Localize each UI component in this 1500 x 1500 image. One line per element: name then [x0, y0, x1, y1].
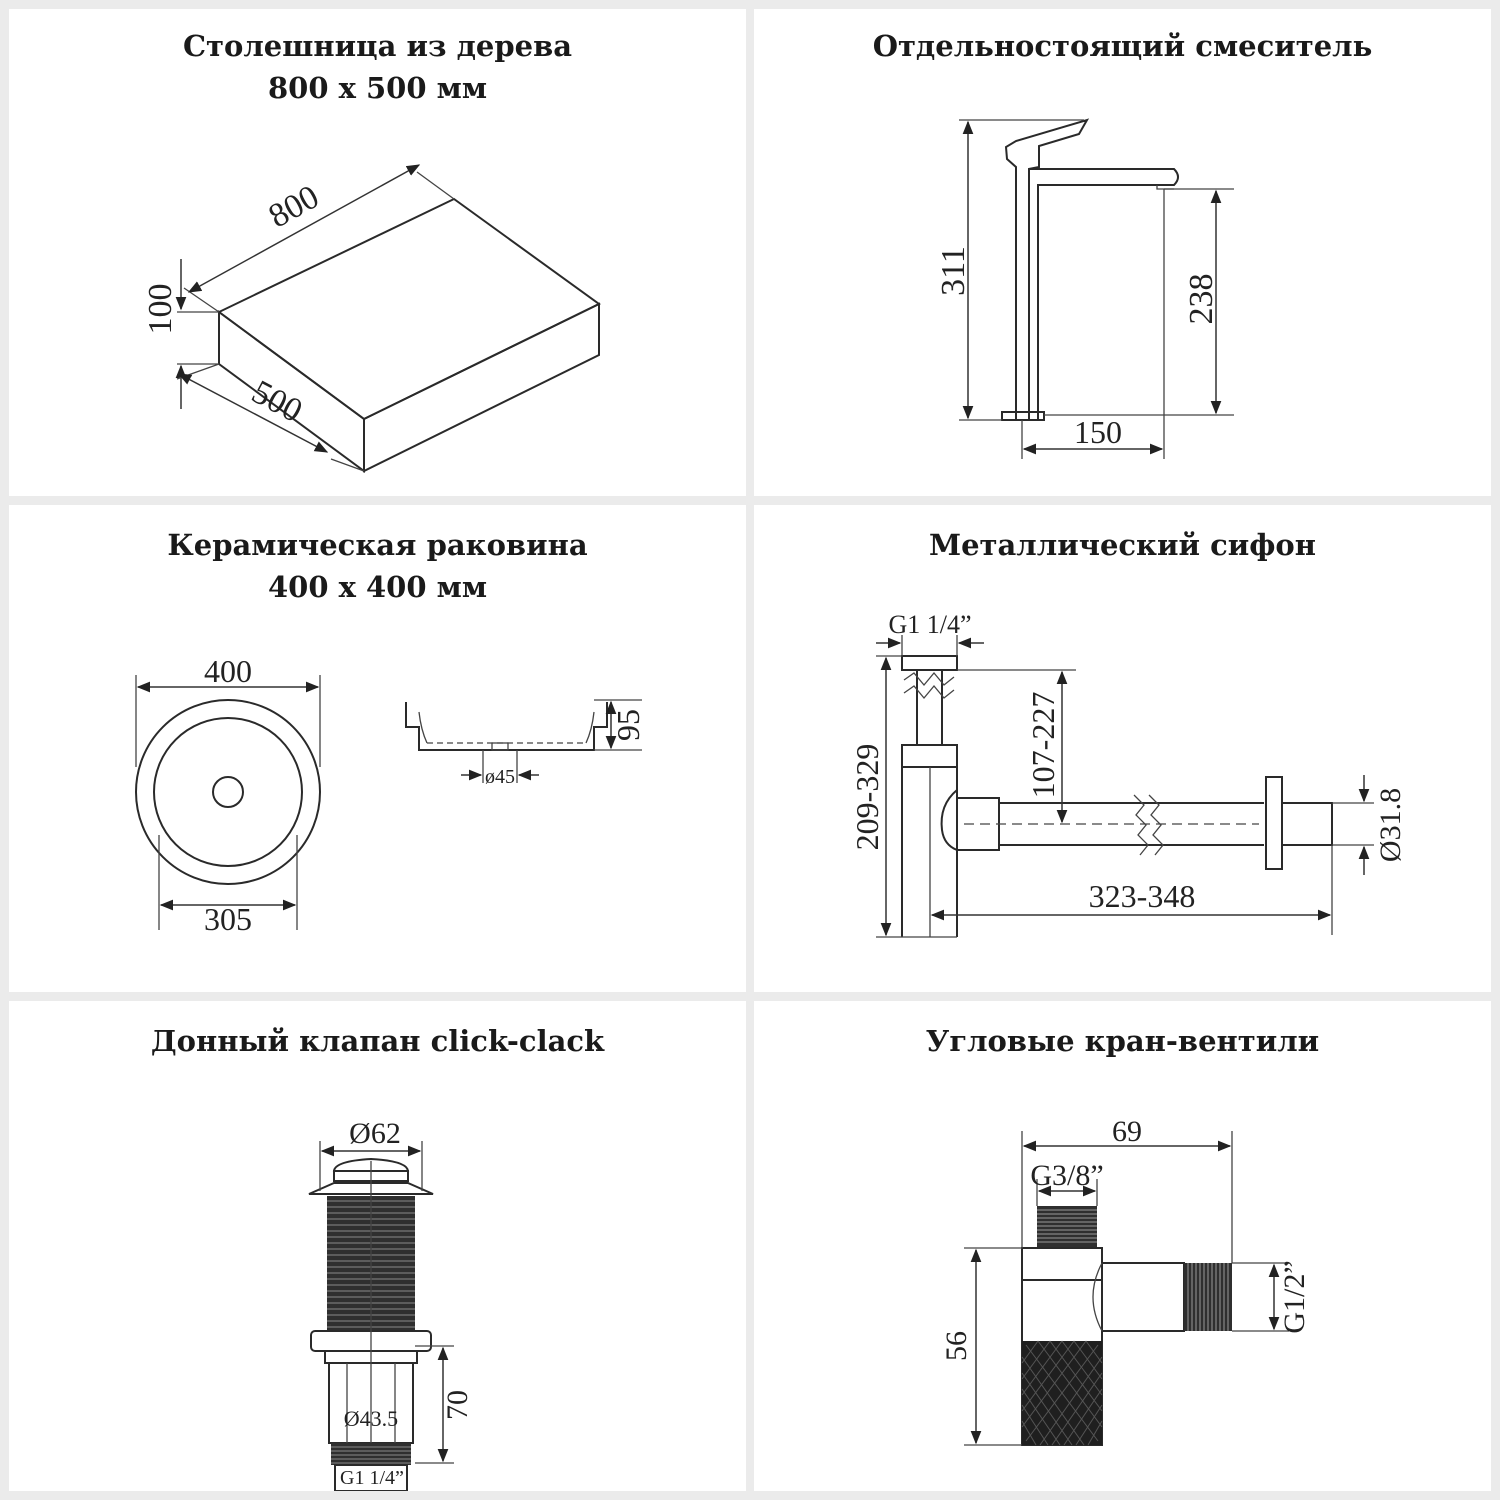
sink-dim-outer: 400 — [204, 653, 252, 689]
faucet-dim-spout-reach: 150 — [1074, 414, 1122, 450]
faucet-dim-spout-height: 238 — [1183, 274, 1220, 325]
siphon-dimension-lines — [876, 635, 1374, 938]
angle-valve-dim-inlet: G3/8” — [1030, 1159, 1103, 1192]
sink-title-line2: 400 х 400 мм — [267, 570, 488, 604]
sink-dim-inner: 305 — [204, 901, 252, 937]
sink-title: Керамическая раковина 400 х 400 мм — [9, 524, 746, 608]
countertop-dim-width: 500 — [246, 373, 308, 430]
siphon-drawing: G1 1/4” 209-329 107-227 323-348 Ø31.8 — [849, 610, 1407, 938]
countertop-title-line1: Столешница из дерева — [182, 29, 573, 63]
panel-siphon: Металлический сифон — [754, 505, 1491, 992]
faucet-drawing: 311 238 150 — [935, 118, 1234, 459]
angle-valve-body — [1021, 1206, 1232, 1446]
faucet-body — [1001, 118, 1179, 421]
drain-valve-dim-bottom: Ø43.5 — [343, 1406, 399, 1431]
sink-title-line1: Керамическая раковина — [167, 528, 588, 562]
siphon-body — [901, 655, 1333, 938]
siphon-dim-pipe: Ø31.8 — [1374, 788, 1407, 862]
angle-valve-dimension-lines — [964, 1131, 1289, 1446]
siphon-dim-thread: G1 1/4” — [888, 610, 971, 639]
panel-faucet: Отдельностоящий смеситель 311 238 150 — [754, 9, 1491, 496]
panel-sink: Керамическая раковина 400 х 400 мм — [9, 505, 746, 992]
drain-valve-dimension-lines — [319, 1141, 454, 1464]
sink-dim-depth: 95 — [610, 709, 646, 741]
panel-drain-valve: Донный клапан click-clack Ø62 — [9, 1001, 746, 1491]
sink-top-view — [135, 699, 321, 885]
drain-valve-dim-height: 70 — [441, 1390, 474, 1420]
angle-valve-dim-height: 56 — [940, 1331, 973, 1361]
drain-valve-title: Донный клапан click-clack — [150, 1024, 605, 1058]
countertop-dim-height: 100 — [142, 284, 179, 335]
angle-valve-title: Угловые кран-вентили — [925, 1024, 1320, 1058]
countertop-drawing: 800 100 500 — [142, 164, 601, 473]
sink-drawing: 400 305 95 ø45 — [135, 653, 646, 937]
countertop-title-line2: 800 х 500 мм — [267, 71, 488, 105]
drain-valve-dim-top: Ø62 — [349, 1117, 401, 1150]
sink-dimension-lines — [135, 675, 642, 930]
faucet-dimension-lines — [959, 119, 1234, 459]
siphon-title: Металлический сифон — [929, 528, 1316, 562]
countertop-dim-length: 800 — [263, 178, 326, 235]
sink-dim-drain: ø45 — [485, 766, 515, 788]
panel-angle-valve: Угловые кран-вентили — [754, 1001, 1491, 1491]
angle-valve-drawing: 69 G3/8” 56 G1/2” — [940, 1115, 1311, 1446]
panel-countertop: Столешница из дерева 800 х 500 мм 800 — [9, 9, 746, 496]
countertop-slab — [217, 197, 601, 473]
drain-valve-drawing: Ø62 70 G1 1/4” — [308, 1117, 474, 1491]
faucet-dim-total-height: 311 — [935, 246, 972, 296]
siphon-dim-inlet: 107-227 — [1025, 692, 1061, 799]
siphon-dim-length: 323-348 — [1089, 878, 1196, 914]
sink-section-view — [405, 702, 608, 751]
faucet-title: Отдельностоящий смеситель — [872, 29, 1373, 63]
countertop-dimension-lines — [175, 164, 455, 472]
drain-valve-dim-thread: G1 1/4” — [340, 1467, 404, 1489]
angle-valve-dim-width: 69 — [1112, 1115, 1142, 1148]
angle-valve-dim-outlet: G1/2” — [1278, 1260, 1311, 1333]
drain-valve-body — [308, 1157, 434, 1491]
siphon-dim-total-height: 209-329 — [849, 744, 885, 851]
countertop-title: Столешница из дерева 800 х 500 мм — [9, 25, 746, 109]
